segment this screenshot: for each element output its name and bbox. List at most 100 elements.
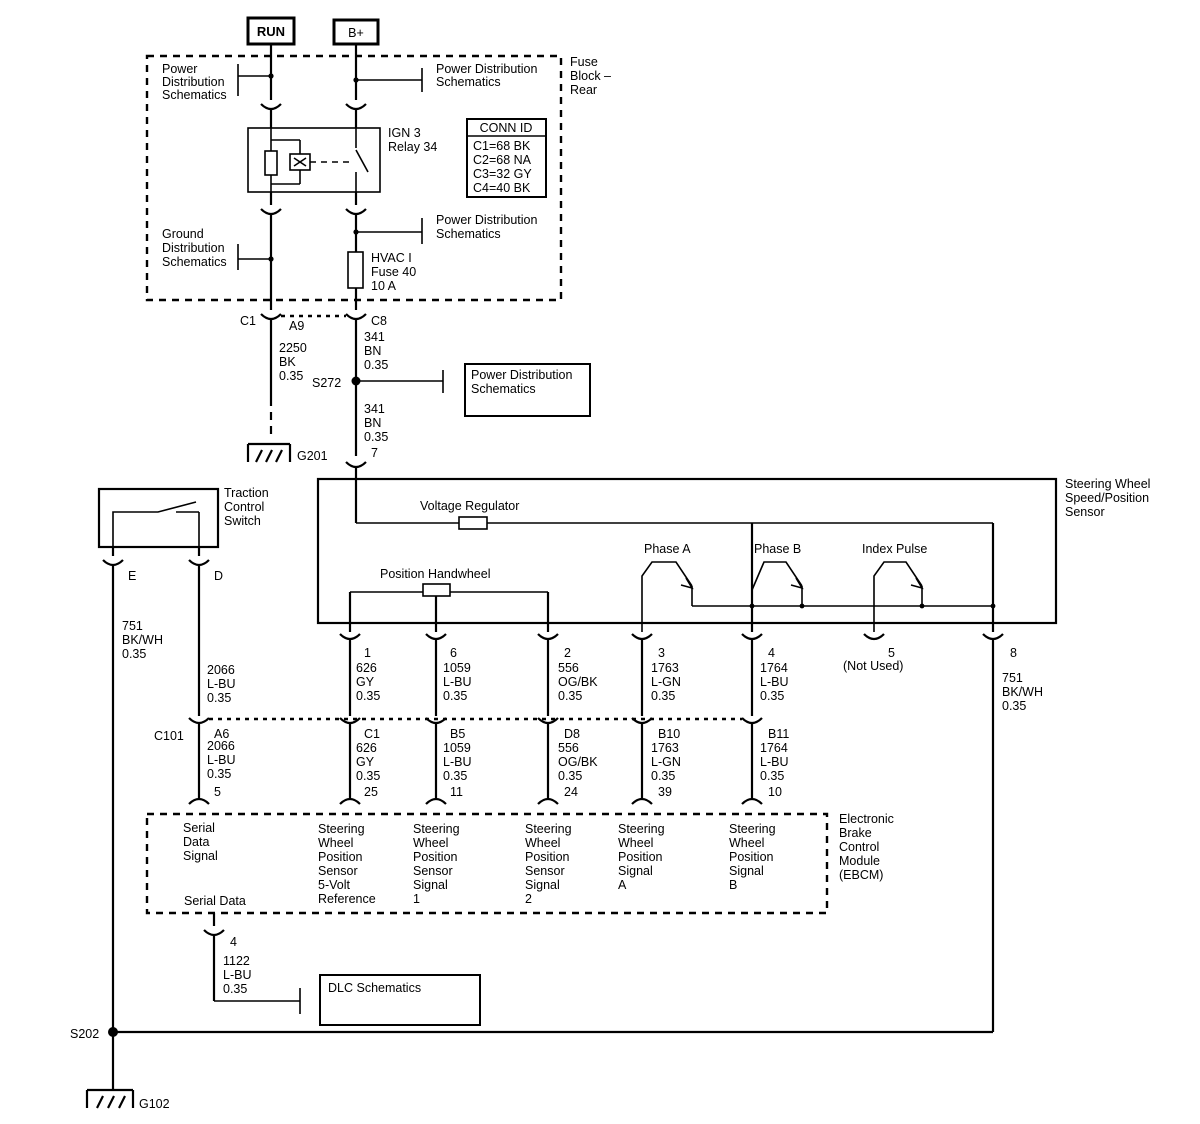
g201-ground-icon bbox=[246, 442, 292, 463]
phase-b-label: Phase B bbox=[754, 542, 801, 556]
svg-text:CONN ID: CONN ID bbox=[480, 121, 533, 135]
svg-text:Signal: Signal bbox=[729, 864, 764, 878]
svg-text:GY: GY bbox=[356, 675, 375, 689]
svg-text:39: 39 bbox=[658, 785, 672, 799]
tcs-pin-e: E bbox=[128, 569, 136, 583]
hvac-fuse bbox=[347, 251, 364, 289]
svg-text:Control: Control bbox=[839, 840, 879, 854]
pds-label-left: Power Distribution Schematics bbox=[162, 62, 227, 102]
traction-control-switch-box bbox=[97, 487, 220, 549]
svg-text:0.35: 0.35 bbox=[760, 689, 784, 703]
svg-text:L-GN: L-GN bbox=[651, 675, 681, 689]
svg-text:3: 3 bbox=[658, 646, 665, 660]
c1-label: C1 bbox=[240, 314, 256, 328]
svg-text:Brake: Brake bbox=[839, 826, 872, 840]
svg-text:0.35: 0.35 bbox=[651, 769, 675, 783]
svg-text:0.35: 0.35 bbox=[356, 769, 380, 783]
wire-2066-label: 2066 L-BU 0.35 bbox=[207, 663, 235, 705]
svg-text:0.35: 0.35 bbox=[122, 647, 146, 661]
ebcm-outline bbox=[145, 812, 829, 915]
wire-2250-label: 2250 BK 0.35 bbox=[279, 341, 307, 383]
svg-text:24: 24 bbox=[564, 785, 578, 799]
ebcm-signal-1: Steering Wheel Position Sensor Signal 1 bbox=[413, 822, 460, 906]
svg-text:2: 2 bbox=[564, 646, 571, 660]
svg-text:1764: 1764 bbox=[760, 661, 788, 675]
g201-label: G201 bbox=[297, 449, 328, 463]
fuse-block-outline bbox=[145, 54, 563, 302]
svg-text:B: B bbox=[729, 878, 737, 892]
svg-text:0.35: 0.35 bbox=[558, 689, 582, 703]
svg-text:BK: BK bbox=[279, 355, 296, 369]
svg-text:A6: A6 bbox=[214, 727, 229, 741]
svg-text:Power Distribution: Power Distribution bbox=[471, 368, 572, 382]
fuse-label: HVAC I Fuse 40 10 A bbox=[371, 251, 416, 293]
svg-text:0.35: 0.35 bbox=[207, 691, 231, 705]
svg-text:Sensor: Sensor bbox=[413, 864, 453, 878]
svg-text:0.35: 0.35 bbox=[558, 769, 582, 783]
svg-text:C1=68 BK: C1=68 BK bbox=[473, 139, 531, 153]
svg-text:L-BU: L-BU bbox=[207, 677, 235, 691]
svg-text:0.35: 0.35 bbox=[223, 982, 247, 996]
svg-text:OG/BK: OG/BK bbox=[558, 675, 598, 689]
pds-label-right-top: Power Distribution Schematics bbox=[436, 62, 537, 89]
svg-text:2066: 2066 bbox=[207, 663, 235, 677]
svg-text:Steering: Steering bbox=[525, 822, 572, 836]
steering-sensor-box bbox=[316, 477, 1058, 625]
ebcm-label: Electronic Brake Control Module (EBCM) bbox=[839, 812, 894, 882]
svg-text:4: 4 bbox=[230, 935, 237, 949]
svg-text:Sensor: Sensor bbox=[318, 864, 358, 878]
ebcm-signal-a: Steering Wheel Position Signal A bbox=[618, 822, 665, 892]
svg-text:0.35: 0.35 bbox=[364, 430, 388, 444]
svg-text:BN: BN bbox=[364, 344, 381, 358]
serial-data-pin-4-terminal bbox=[203, 929, 225, 937]
svg-text:Wheel: Wheel bbox=[618, 836, 653, 850]
svg-text:Power Distribution: Power Distribution bbox=[436, 213, 537, 227]
svg-text:Schematics: Schematics bbox=[471, 382, 536, 396]
svg-text:Distribution: Distribution bbox=[162, 75, 225, 89]
svg-text:Reference: Reference bbox=[318, 892, 376, 906]
svg-text:BK/WH: BK/WH bbox=[1002, 685, 1043, 699]
svg-text:4: 4 bbox=[768, 646, 775, 660]
svg-text:Steering: Steering bbox=[413, 822, 460, 836]
svg-text:0.35: 0.35 bbox=[207, 767, 231, 781]
svg-text:Relay 34: Relay 34 bbox=[388, 140, 437, 154]
serial-data-label: Serial Data bbox=[184, 894, 246, 908]
svg-text:Position: Position bbox=[413, 850, 458, 864]
svg-text:D8: D8 bbox=[564, 727, 580, 741]
svg-text:Power: Power bbox=[162, 62, 197, 76]
c101-terminals bbox=[188, 717, 763, 725]
svg-text:Schematics: Schematics bbox=[436, 227, 501, 241]
svg-text:556: 556 bbox=[558, 741, 579, 755]
svg-text:0.35: 0.35 bbox=[443, 769, 467, 783]
svg-text:25: 25 bbox=[364, 785, 378, 799]
ign3-relay-box bbox=[247, 127, 381, 193]
sensor-wire-labels: 626 GY 0.35 1059 L-BU 0.35 556 OG/BK 0.3… bbox=[356, 661, 1043, 713]
position-handwheel-pot bbox=[422, 583, 451, 597]
svg-text:B10: B10 bbox=[658, 727, 680, 741]
svg-text:Wheel: Wheel bbox=[318, 836, 353, 850]
conn-id-table: CONN ID C1=68 BK C2=68 NA C3=32 GY C4=40… bbox=[466, 118, 547, 198]
phase-a-label: Phase A bbox=[644, 542, 691, 556]
svg-text:10 A: 10 A bbox=[371, 279, 397, 293]
voltage-regulator-label: Voltage Regulator bbox=[420, 499, 519, 513]
phase-a-element bbox=[641, 561, 693, 632]
svg-text:C2=68 NA: C2=68 NA bbox=[473, 153, 532, 167]
svg-text:8: 8 bbox=[1010, 646, 1017, 660]
svg-text:Signal: Signal bbox=[183, 849, 218, 863]
svg-text:L-BU: L-BU bbox=[760, 755, 788, 769]
svg-text:GY: GY bbox=[356, 755, 375, 769]
svg-text:0.35: 0.35 bbox=[1002, 699, 1026, 713]
pin-5-not-used: (Not Used) bbox=[843, 659, 903, 673]
run-label: RUN bbox=[257, 24, 285, 39]
a9-label: A9 bbox=[289, 319, 304, 333]
s202-label: S202 bbox=[70, 1027, 99, 1041]
position-handwheel-label: Position Handwheel bbox=[380, 567, 491, 581]
svg-text:1763: 1763 bbox=[651, 741, 679, 755]
bplus-label: B+ bbox=[348, 26, 364, 40]
ebcm-signal-5v-reference: Steering Wheel Position Sensor 5-Volt Re… bbox=[318, 822, 376, 906]
svg-text:Power Distribution: Power Distribution bbox=[436, 62, 537, 76]
voltage-regulator bbox=[458, 516, 488, 530]
svg-text:HVAC I: HVAC I bbox=[371, 251, 412, 265]
svg-text:341: 341 bbox=[364, 330, 385, 344]
svg-text:0.35: 0.35 bbox=[443, 689, 467, 703]
